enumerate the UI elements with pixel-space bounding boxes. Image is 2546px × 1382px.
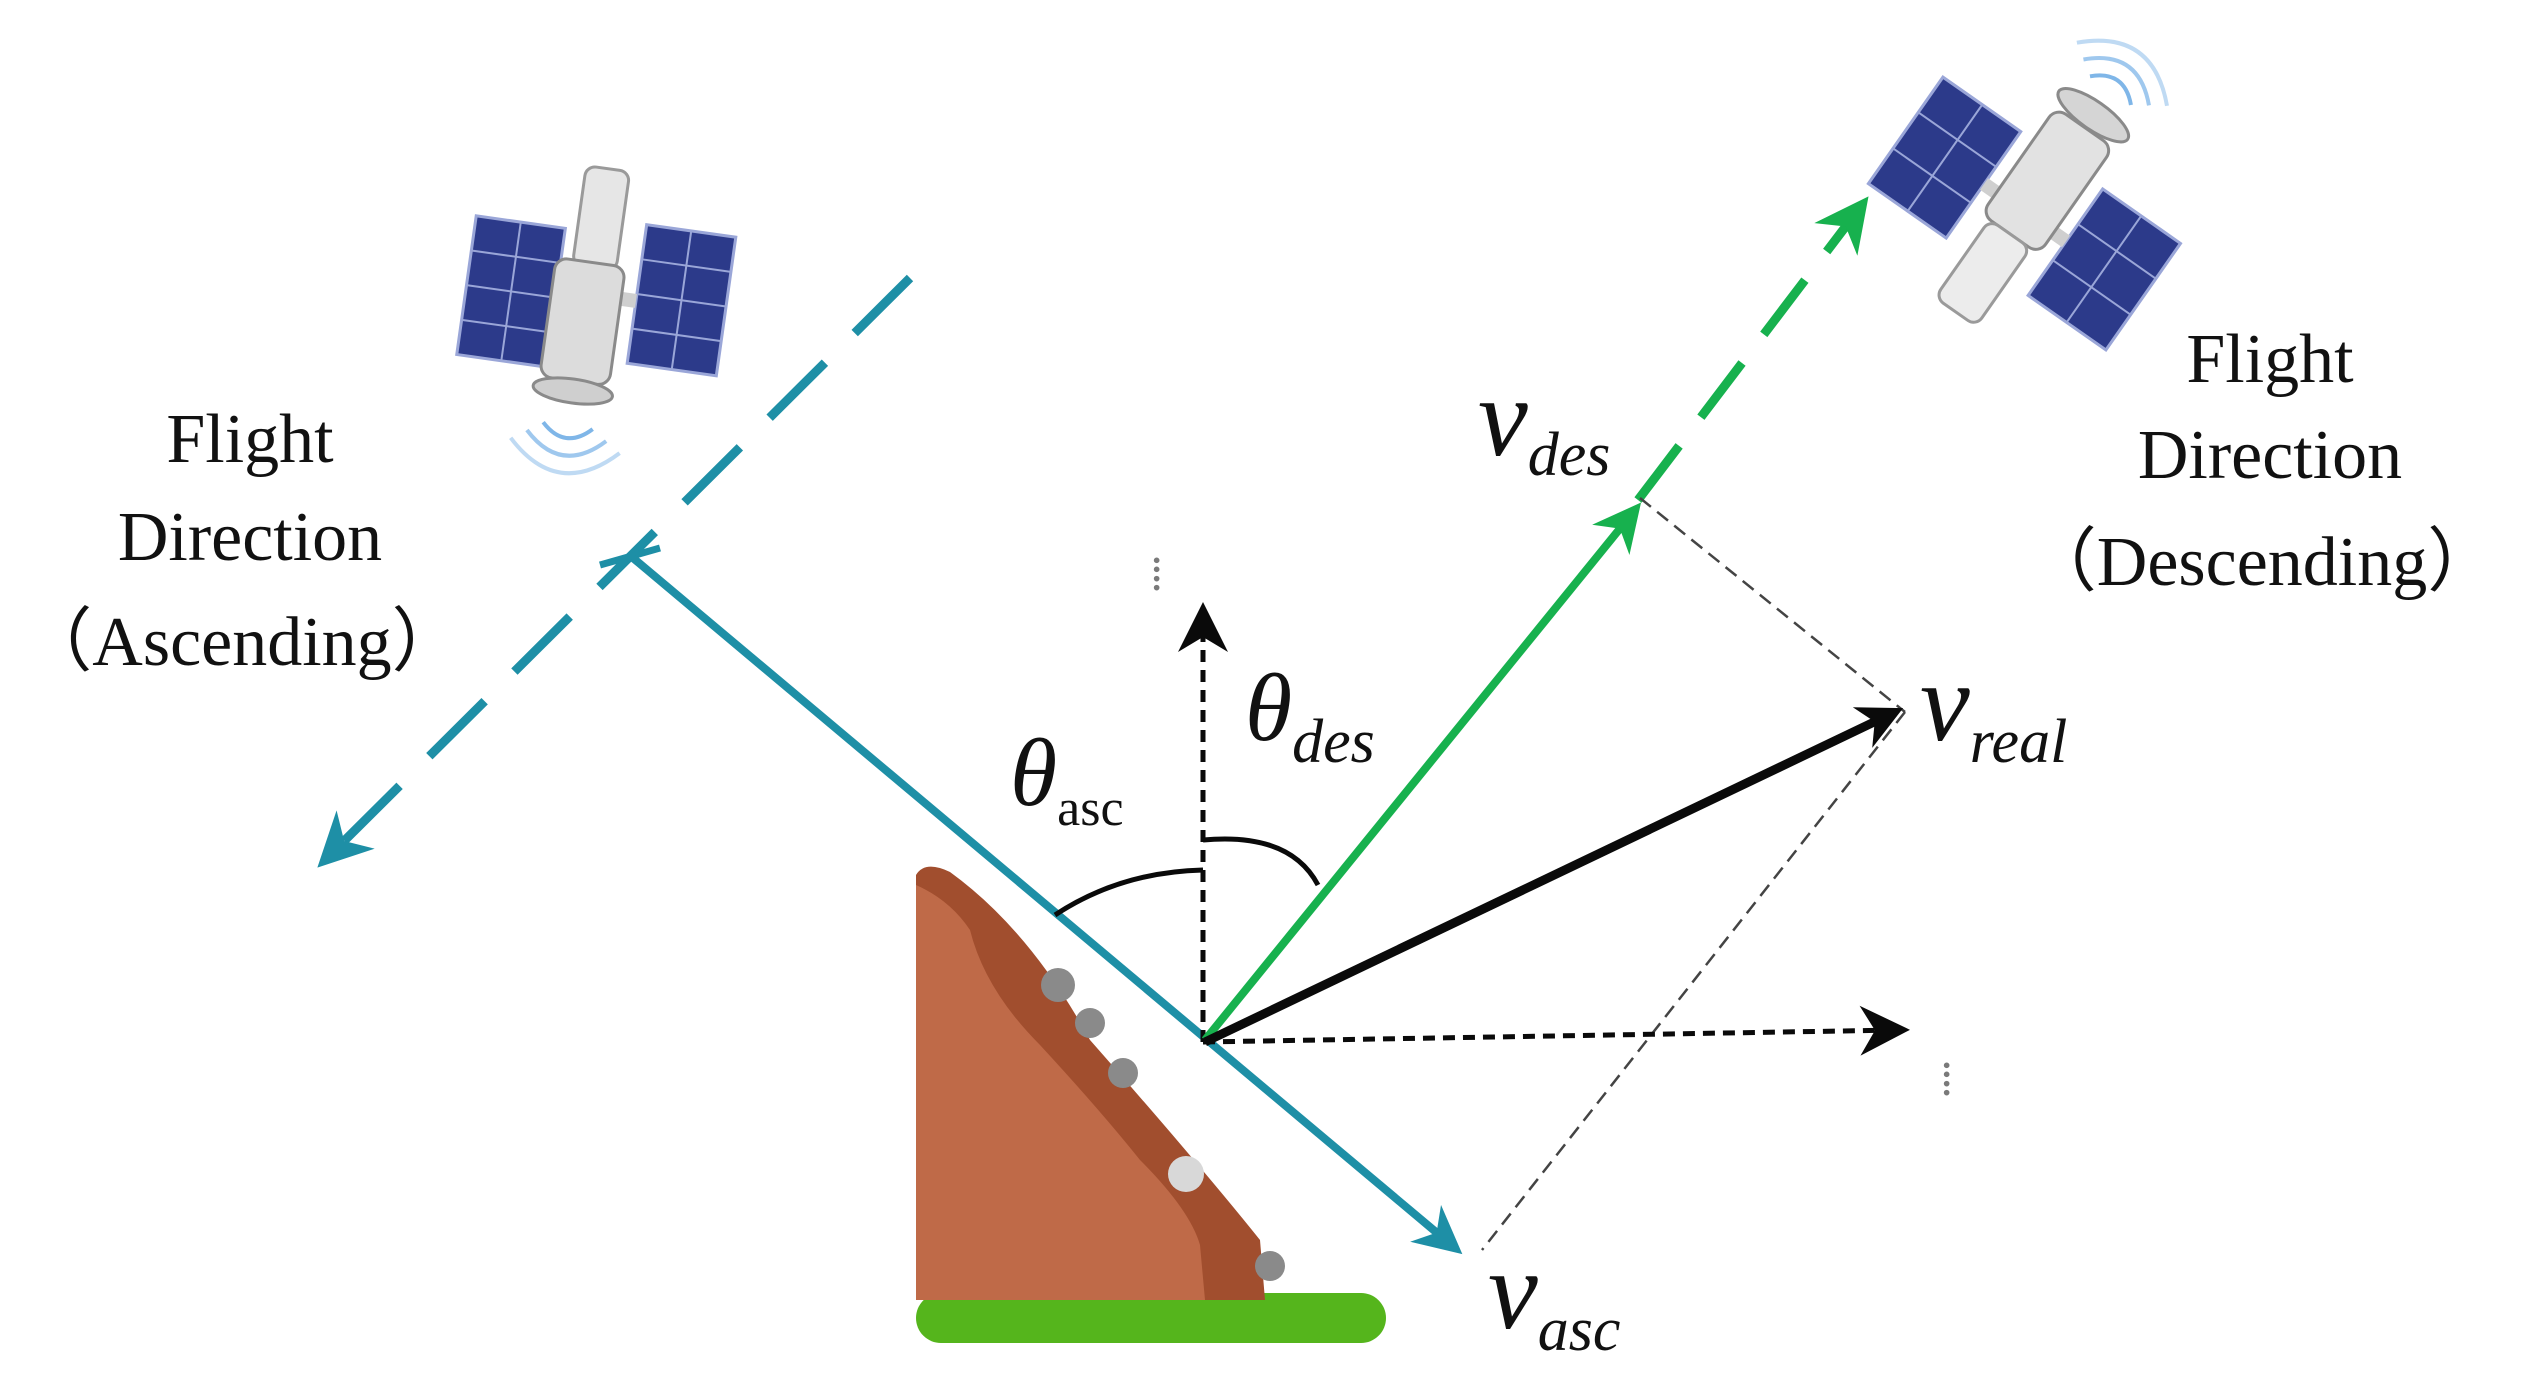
ascending-label-line1: Flight xyxy=(166,401,334,478)
descending-flight-label: Flight Direction （Descending） xyxy=(2027,321,2497,601)
real-displacement-vector xyxy=(1203,707,1904,1047)
rock xyxy=(1255,1251,1285,1281)
ascending-flight-label: Flight Direction （Ascending） xyxy=(22,401,461,681)
horizontal-axis xyxy=(1202,1005,1910,1056)
horizontal-axis-mark: ⁞ xyxy=(1940,1053,1953,1106)
v-asc-label: vasc xyxy=(1488,1229,1620,1364)
satellite-icon xyxy=(1866,38,2183,353)
rock xyxy=(1041,968,1075,1002)
solar-panel xyxy=(2026,186,2183,353)
descending-flight-path xyxy=(1634,196,1869,503)
theta-asc-arc xyxy=(1053,867,1204,918)
ascending-flight-path xyxy=(317,274,914,868)
projection-line xyxy=(1481,711,1906,1251)
solar-panel xyxy=(455,214,568,369)
descending-label-line1: Flight xyxy=(2186,321,2354,398)
descending-label-line3: （Descending） xyxy=(2027,524,2497,601)
solar-panel xyxy=(1866,75,2023,241)
ascending-label-line3: （Ascending） xyxy=(22,604,461,681)
projection-line xyxy=(1639,497,1906,713)
theta-asc-label: θasc xyxy=(1010,719,1124,837)
vertical-axis-mark: ⁞ xyxy=(1150,548,1163,601)
ascending-los-tick xyxy=(599,544,661,569)
v-des-label: vdes xyxy=(1478,356,1610,489)
v-real-label: vreal xyxy=(1920,641,2067,776)
rock xyxy=(1168,1156,1204,1192)
descending-label-line2: Direction xyxy=(2138,417,2402,494)
ascending-los-line xyxy=(630,554,1463,1255)
theta-des-arc xyxy=(1202,836,1321,887)
ground-strip xyxy=(916,1293,1386,1343)
theta-des-label: θdes xyxy=(1245,654,1375,776)
ascending-label-line2: Direction xyxy=(118,499,382,576)
rock xyxy=(1108,1058,1138,1088)
descending-los-vector xyxy=(1201,502,1642,1043)
slope-light-layer xyxy=(916,885,1205,1300)
rock xyxy=(1075,1008,1105,1038)
satellite-icon xyxy=(455,165,738,476)
landslide-slope-icon xyxy=(916,866,1386,1343)
solar-panel xyxy=(625,222,738,378)
